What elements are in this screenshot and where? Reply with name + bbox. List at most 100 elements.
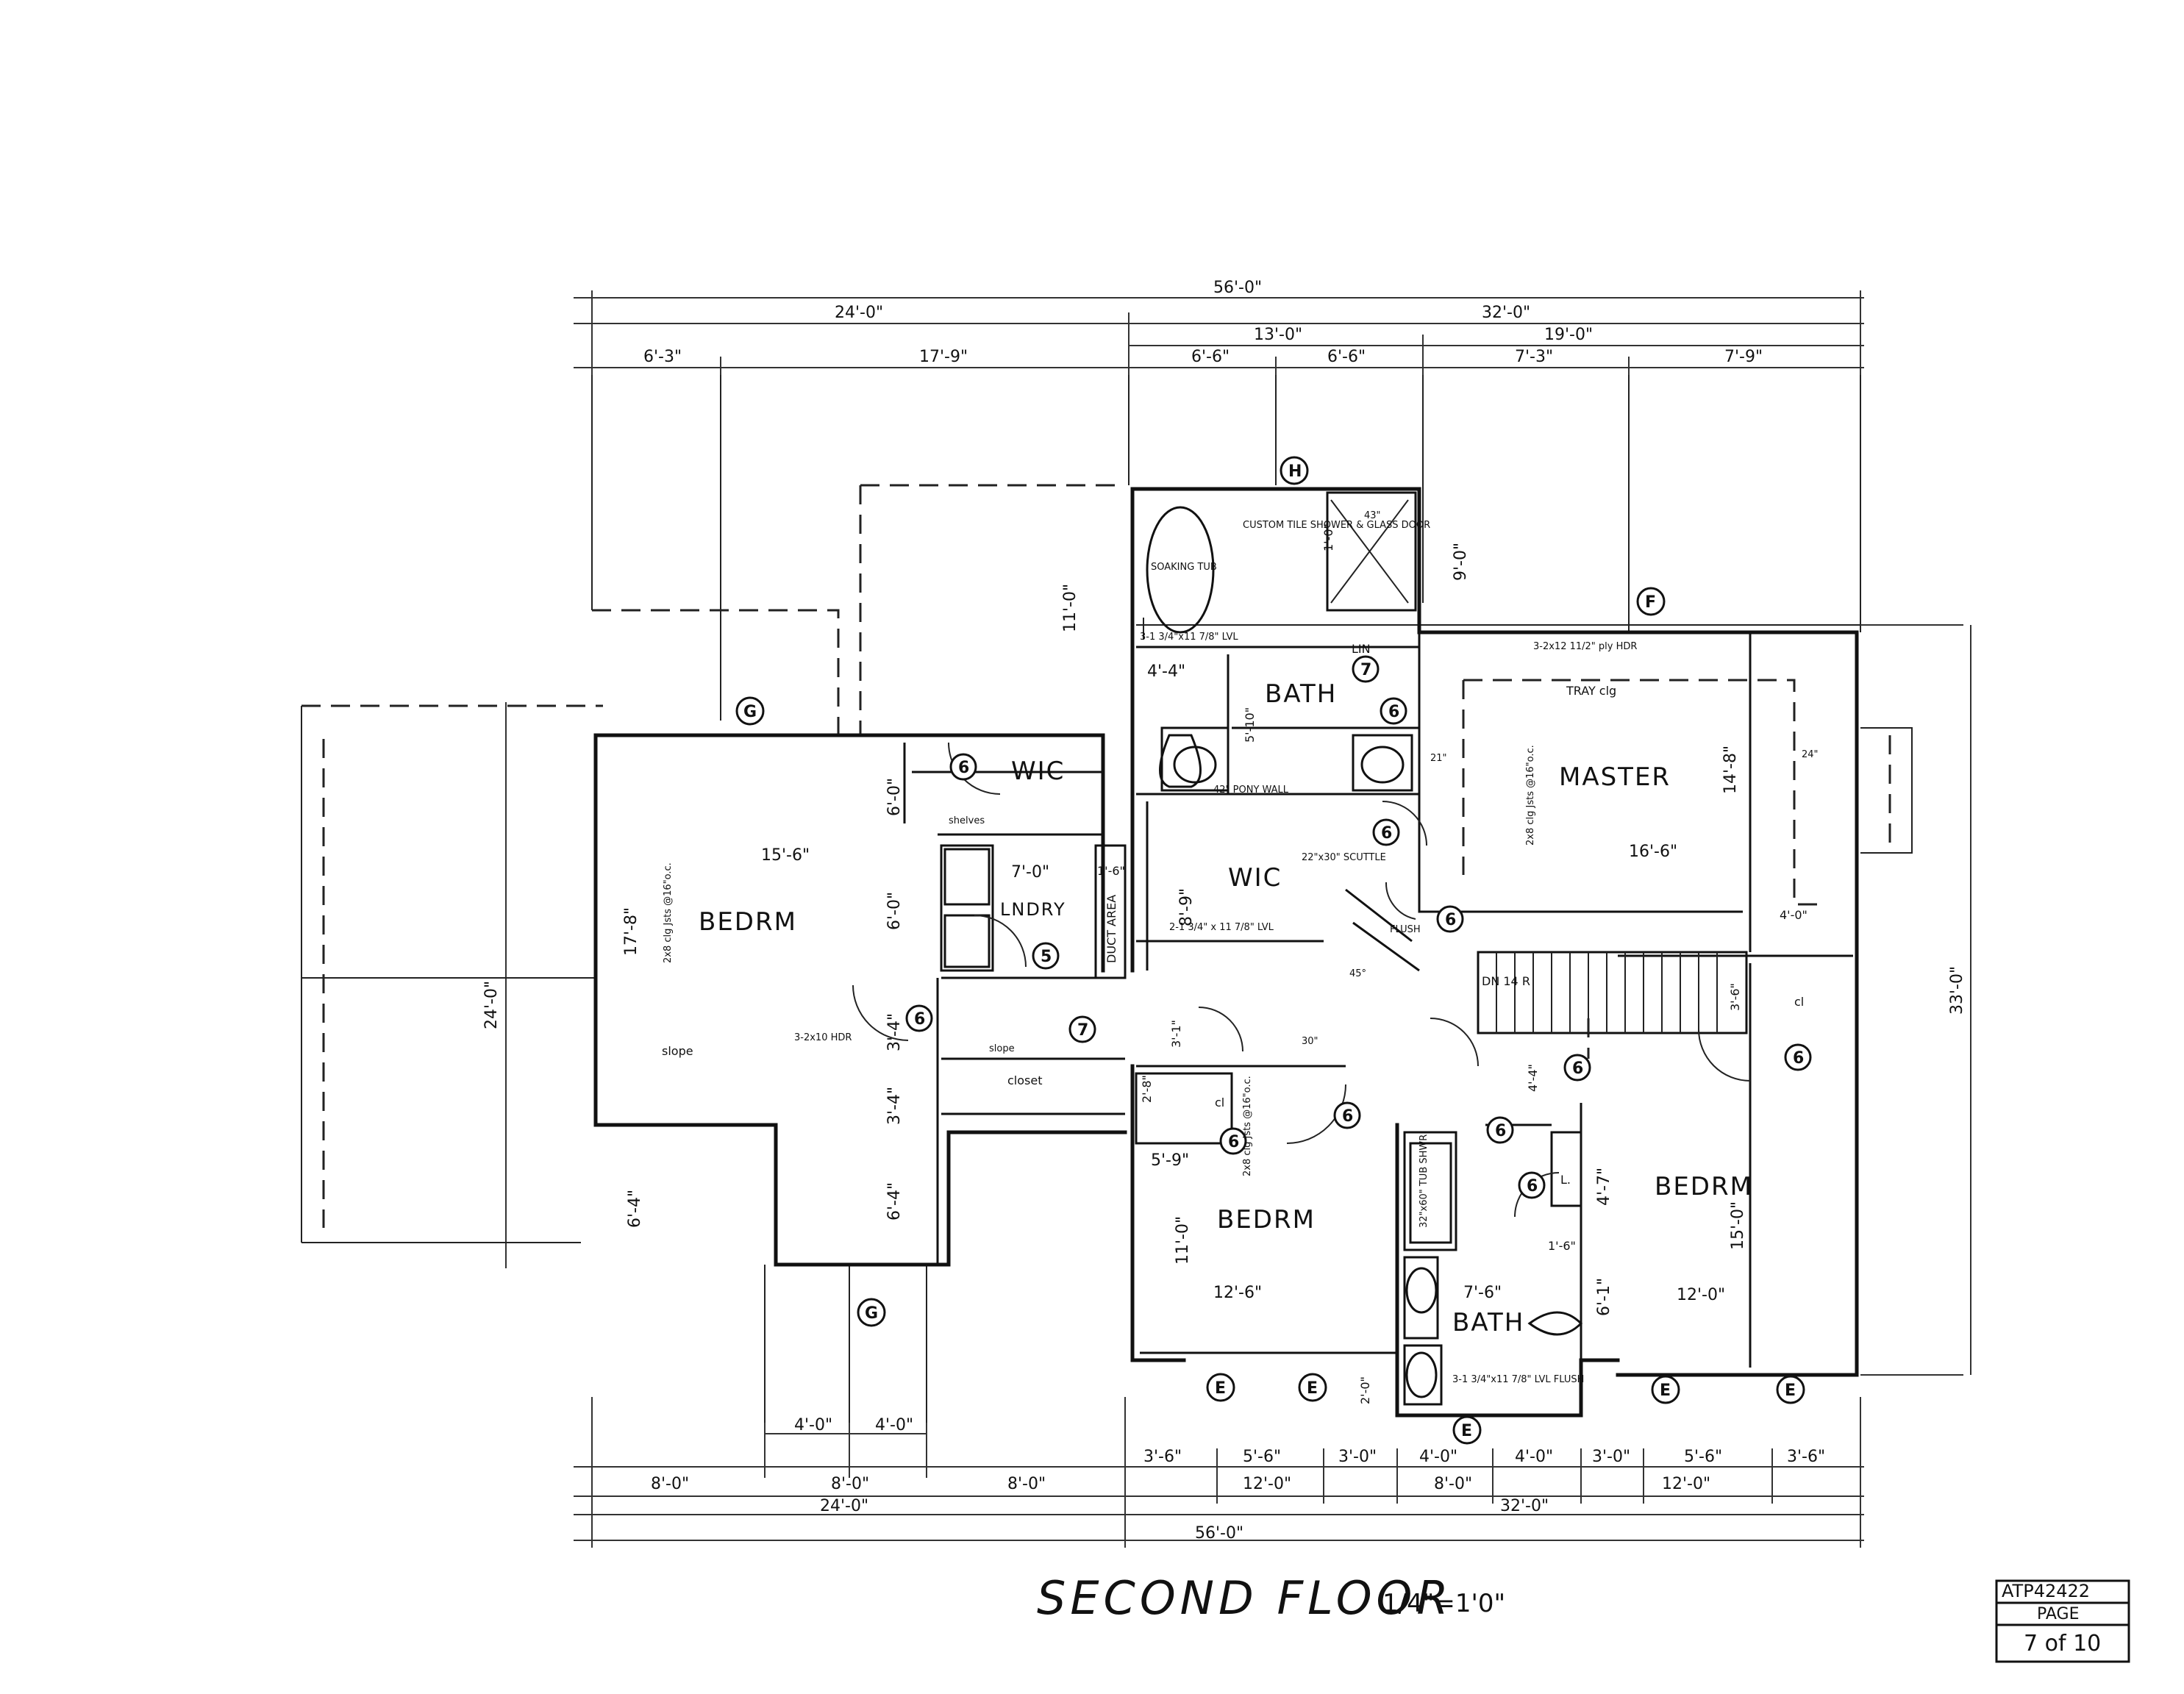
- dim-bedrm-center-w: 12'-6": [1213, 1284, 1262, 1302]
- note-custom-tile: CUSTOM TILE SHOWER & GLASS DOOR: [1243, 520, 1430, 531]
- note-dim-24: 24": [1802, 749, 1819, 760]
- dim-v-2-8: 2'-8": [1140, 1075, 1154, 1103]
- notes: SOAKING TUB CUSTOM TILE SHOWER & GLASS D…: [662, 510, 1819, 1385]
- grid-tags: H F G G E E E E E 6 5 6 7 7 6 6 6 6 6 6 …: [735, 456, 1812, 1445]
- room-bedrm-right: BEDRM: [1655, 1172, 1753, 1201]
- interior-walls: [903, 491, 1748, 1406]
- stair-treads: [1496, 952, 1718, 1033]
- note-beam-bottom: 3-1 3/4"x11 7/8" LVL FLUSH: [1452, 1374, 1584, 1385]
- svg-text:6: 6: [1381, 824, 1392, 843]
- room-cl-right: cl: [1794, 995, 1804, 1009]
- title-block-page-label: PAGE: [2037, 1605, 2079, 1623]
- dim-bot-12a: 12'-0": [1243, 1475, 1291, 1493]
- room-wic-left: WIC: [1011, 757, 1065, 786]
- dim-bath-w: 7'-6": [1463, 1284, 1502, 1302]
- bottom-dimension-strings: 8'-0" 4'-0" 4'-0" 8'-0" 8'-0" 24'-0" 56'…: [574, 1265, 1864, 1548]
- tag-door-6i: 6: [1219, 1127, 1247, 1155]
- dim-duct-w: 1'-6": [1097, 864, 1125, 878]
- dim-v-3-4b: 3'-4": [885, 1087, 904, 1125]
- dim-bot-24: 24'-0": [820, 1497, 868, 1515]
- dim-v-6-0: 6'-0": [885, 778, 904, 816]
- room-wic-master: WIC: [1228, 863, 1282, 893]
- svg-text:G: G: [743, 703, 757, 721]
- dim-bot-5-6b: 5'-6": [1684, 1448, 1722, 1466]
- tag-door-6h: 6: [1333, 1101, 1361, 1129]
- dim-v-2-0: 2'-0": [1358, 1376, 1372, 1404]
- dim-v-3-1: 3'-1": [1169, 1020, 1183, 1048]
- note-shelves: shelves: [949, 815, 985, 826]
- dim-top-overall: 56'-0": [1213, 279, 1262, 297]
- tag-door-7a: 7: [1068, 1015, 1096, 1043]
- note-slope-left: slope: [662, 1044, 693, 1058]
- note-shower-size: 43": [1364, 510, 1381, 521]
- dim-bedrm-right-w: 12'-0": [1677, 1286, 1725, 1304]
- tag-e-4: E: [1651, 1375, 1680, 1404]
- note-joists-center: 2x8 clg Jsts @16"o.c.: [1242, 1076, 1253, 1176]
- room-bedrm-left: BEDRM: [699, 907, 797, 937]
- note-slope-closet: slope: [989, 1043, 1015, 1054]
- dim-bedrm-left-w: 15'-6": [761, 846, 810, 865]
- dim-bot-32: 32'-0": [1500, 1497, 1549, 1515]
- svg-text:G: G: [865, 1304, 878, 1323]
- svg-text:6: 6: [1572, 1059, 1583, 1078]
- svg-text:6: 6: [1388, 703, 1399, 721]
- tag-door-6j: 6: [1486, 1116, 1514, 1144]
- dim-v-1-0: 1'-0": [1321, 523, 1335, 551]
- svg-text:6: 6: [1445, 911, 1456, 929]
- hall-sink-bottom: [1405, 1351, 1438, 1398]
- dim-bot-3-0a: 3'-0": [1338, 1448, 1377, 1466]
- dim-v-4-4: 4'-4": [1147, 662, 1185, 681]
- dim-v-5-10: 5'-10": [1243, 707, 1257, 743]
- dim-top-6-6a: 6'-6": [1191, 348, 1230, 366]
- dim-v-5-9: 5'-9": [1151, 1151, 1189, 1170]
- note-angle-45: 45°: [1349, 968, 1366, 979]
- master-toilet: [1159, 734, 1202, 788]
- tag-door-6e: 6: [1436, 905, 1464, 933]
- top-dimension-strings: 56'-0" 24'-0" 32'-0" 13'-0" 19'-0" 6'-3"…: [574, 279, 1864, 721]
- note-joists-master: 2x8 clg Jsts @16"o.c.: [1525, 745, 1536, 846]
- note-soaking-tub: SOAKING TUB: [1151, 562, 1217, 573]
- note-flush: FLUSH: [1390, 924, 1421, 935]
- dim-bedrm-left-h: 17'-8": [622, 907, 640, 956]
- dim-bedrm-right-h: 15'-0": [1729, 1201, 1747, 1250]
- dim-top-left-total: 24'-0": [835, 304, 883, 322]
- note-dim-21: 21": [1430, 753, 1447, 764]
- tag-e-3: E: [1452, 1415, 1482, 1445]
- dim-bot-4-0c: 4'-0": [1419, 1448, 1457, 1466]
- dim-top-6-6b: 6'-6": [1327, 348, 1366, 366]
- hall-tub: [1409, 1142, 1452, 1244]
- dim-v-3-4: 3'-4": [885, 1013, 904, 1051]
- hall-sink-top: [1405, 1267, 1438, 1314]
- title-block: ATP42422 PAGE 7 of 10: [1995, 1579, 2130, 1663]
- title-block-page-number: 7 of 10: [2024, 1631, 2101, 1657]
- tag-door-6d: 6: [1372, 818, 1400, 846]
- dim-right-overall: 33'-0": [1948, 966, 1966, 1015]
- note-scuttle: 22"x30" SCUTTLE: [1302, 852, 1386, 863]
- tag-g-bottom: G: [857, 1298, 886, 1327]
- dim-top-13: 13'-0": [1254, 326, 1302, 344]
- tag-door-6k: 6: [1518, 1171, 1546, 1199]
- room-dimensions: 15'-6" 17'-8" 16'-6" 14'-8" 12'-6" 11'-0…: [622, 523, 1807, 1404]
- svg-text:6: 6: [1495, 1122, 1506, 1140]
- dim-bot-3-6a: 3'-6": [1143, 1448, 1182, 1466]
- dim-top-7-3: 7'-3": [1515, 348, 1553, 366]
- note-joists-left: 2x8 clg Jsts @16"o.c.: [663, 862, 674, 963]
- svg-text:6: 6: [1228, 1133, 1239, 1151]
- dim-v-4-7: 4'-7": [1595, 1168, 1613, 1206]
- tag-door-6g: 6: [1784, 1043, 1812, 1071]
- svg-text:6: 6: [1342, 1107, 1353, 1126]
- svg-text:6: 6: [1793, 1049, 1804, 1068]
- tag-e-5: E: [1776, 1375, 1805, 1404]
- tag-door-6a: 6: [949, 753, 977, 781]
- room-cl-small: cl: [1215, 1096, 1224, 1109]
- dim-v-11-0: 11'-0": [1061, 584, 1079, 632]
- note-beam-top: 3-2x12 11/2" ply HDR: [1533, 641, 1637, 652]
- dim-bot-12b: 12'-0": [1662, 1475, 1710, 1493]
- roof-outlines: [301, 484, 1913, 1243]
- dim-v-4-4b: 4'-4": [1526, 1064, 1540, 1092]
- dim-v-3-6: 3'-6": [1728, 983, 1742, 1011]
- svg-text:5: 5: [1041, 948, 1052, 966]
- title-block-plan-number: ATP42422: [2002, 1581, 2090, 1601]
- room-bedrm-center: BEDRM: [1217, 1205, 1316, 1234]
- dim-bot-5-6a: 5'-6": [1243, 1448, 1281, 1466]
